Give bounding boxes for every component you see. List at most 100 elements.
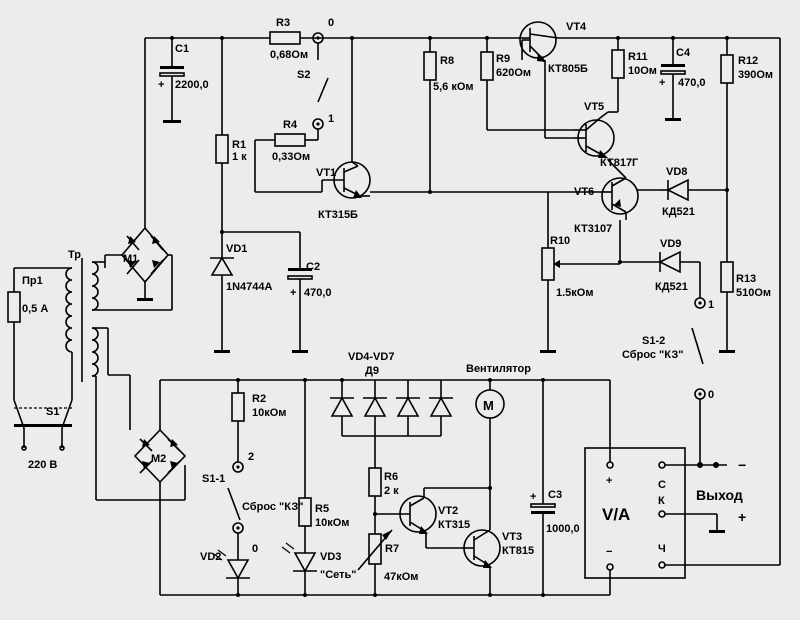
r6-label: R6 [384,471,398,483]
switch-s2: 0 S2 1 [297,17,334,130]
transistor-vt1: VT1 КТ315Б [255,38,600,221]
s1-2-pos1: 1 [708,299,714,311]
vd4-vd7-type: Д9 [365,365,379,377]
pr1-label: Пр1 [22,275,43,287]
r2-label: R2 [252,393,266,405]
fuse-pr1: Пр1 0,5 А [7,267,73,400]
transformer-tr: Тр [65,249,186,501]
s1-1-pos0: 0 [252,543,258,555]
transistor-vt3: VT3 КТ815 [462,488,534,595]
meter-s: С [658,479,666,491]
output-label: Выход [696,487,743,503]
r8-value: 5,6 кОм [433,81,474,93]
vt6-type: КТ3107 [574,223,612,235]
c2-value: 470,0 [304,287,332,299]
capacitor-c3: C3 + 1000,0 [530,380,580,595]
r1-value: 1 к [232,151,247,163]
s1-1-pos2: 2 [248,451,254,463]
m2-label: M2 [151,453,166,465]
led-vd2: VD2 [200,549,250,595]
r9-value: 620Ом [496,67,531,79]
r12-value: 390Ом [738,69,773,81]
tr-label: Тр [68,249,81,261]
bridge-m2: M2 [133,379,610,596]
fan-motor: M Вентилятор [466,363,531,488]
top-rail [144,37,781,565]
switch-s1-1: 2 S1-1 Сброс "КЗ" 0 [202,451,304,560]
diode-vd9: VD9 КД521 [620,238,701,298]
vt4-label: VT4 [566,21,587,33]
r8-label: R8 [440,55,454,67]
zener-vd1: VD1 1N4744A [210,243,273,353]
r4-label: R4 [283,119,298,131]
transistor-vt6: VT6 КТ3107 [574,159,660,262]
fan-label: Вентилятор [466,363,531,375]
c1-label: C1 [175,43,189,55]
vd9-label: VD9 [660,238,681,250]
r11-value: 10Ом [628,65,657,77]
s1-label: S1 [46,406,59,418]
vt5-type: КТ817Г [600,157,639,169]
s1-2-reset: Сброс "КЗ" [622,349,684,361]
meter-minus: − [606,546,612,558]
meter-ch: Ч [658,543,666,555]
switch-s1-2: 1 S1-2 Сброс "КЗ" 0 [622,297,714,465]
c4-value: 470,0 [678,77,706,89]
c4-label: C4 [676,47,691,59]
diode-vd8: VD8 КД521 [660,166,727,218]
vd9-type: КД521 [655,281,688,293]
r1-label: R1 [232,139,246,151]
s2-pos1: 1 [328,113,334,125]
vt2-label: VT2 [438,505,458,517]
capacitor-c2: C2 + 470,0 [287,261,332,353]
resistor-r6: R6 2 к [368,467,399,534]
r11-label: R11 [628,51,648,63]
vd1-label: VD1 [226,243,247,255]
vt1-type: КТ315Б [318,209,358,221]
r9-label: R9 [496,53,510,65]
resistor-r9: R9 620Ом [480,38,574,131]
pr1-value: 0,5 А [22,303,48,315]
mains-voltage: 220 В [28,459,57,471]
vd8-type: КД521 [662,206,695,218]
s1-1-label: S1-1 [202,473,225,485]
fan-m: M [483,398,494,413]
vd3-set: "Сеть" [320,569,357,581]
vt1-label: VT1 [316,167,336,179]
c3-value: 1000,0 [546,523,580,535]
output-minus: − [738,457,746,473]
transistor-vt2: VT2 КТ315 [375,487,490,549]
resistor-r11: R11 10Ом [608,38,657,113]
m1-label: M1 [123,253,138,265]
vt5-label: VT5 [584,101,604,113]
r5-label: R5 [315,503,329,515]
vt3-label: VT3 [502,531,522,543]
c3-plus: + [530,491,536,503]
potentiometer-r10: R10 1.5кОм [540,192,620,353]
led-vd3: VD3 "Сеть" [281,542,357,595]
resistor-r7: R7 47кОм [357,529,418,595]
resistor-r1: R1 1 к [215,38,247,258]
r2-value: 10кОм [252,407,286,419]
vt6-label: VT6 [574,186,594,198]
bridge-m1: M1 [100,226,173,311]
vt4-type: КТ805Б [548,63,588,75]
r3-label: R3 [276,17,290,29]
vd3-label: VD3 [320,551,341,563]
s1-1-reset: Сброс "КЗ" [242,501,304,513]
r4-value: 0,33Ом [272,151,310,163]
resistor-r3: R3 0,68Ом [269,17,308,61]
output-plus: + [738,509,746,525]
transistor-vt4: VT4 КТ805Б [518,21,588,75]
vd1-type: 1N4744A [226,281,273,293]
vd4-vd7-label: VD4-VD7 [348,351,394,363]
s1-2-label: S1-2 [642,335,665,347]
c2-plus: + [290,287,296,299]
transistor-vt5: VT5 КТ817Г [544,60,639,169]
r13-value: 510Ом [736,287,771,299]
r13-label: R13 [736,273,756,285]
resistor-r2: R2 10кОм [231,380,286,462]
resistor-r12: R12 390Ом [720,38,773,262]
meter-plus: + [606,475,612,487]
